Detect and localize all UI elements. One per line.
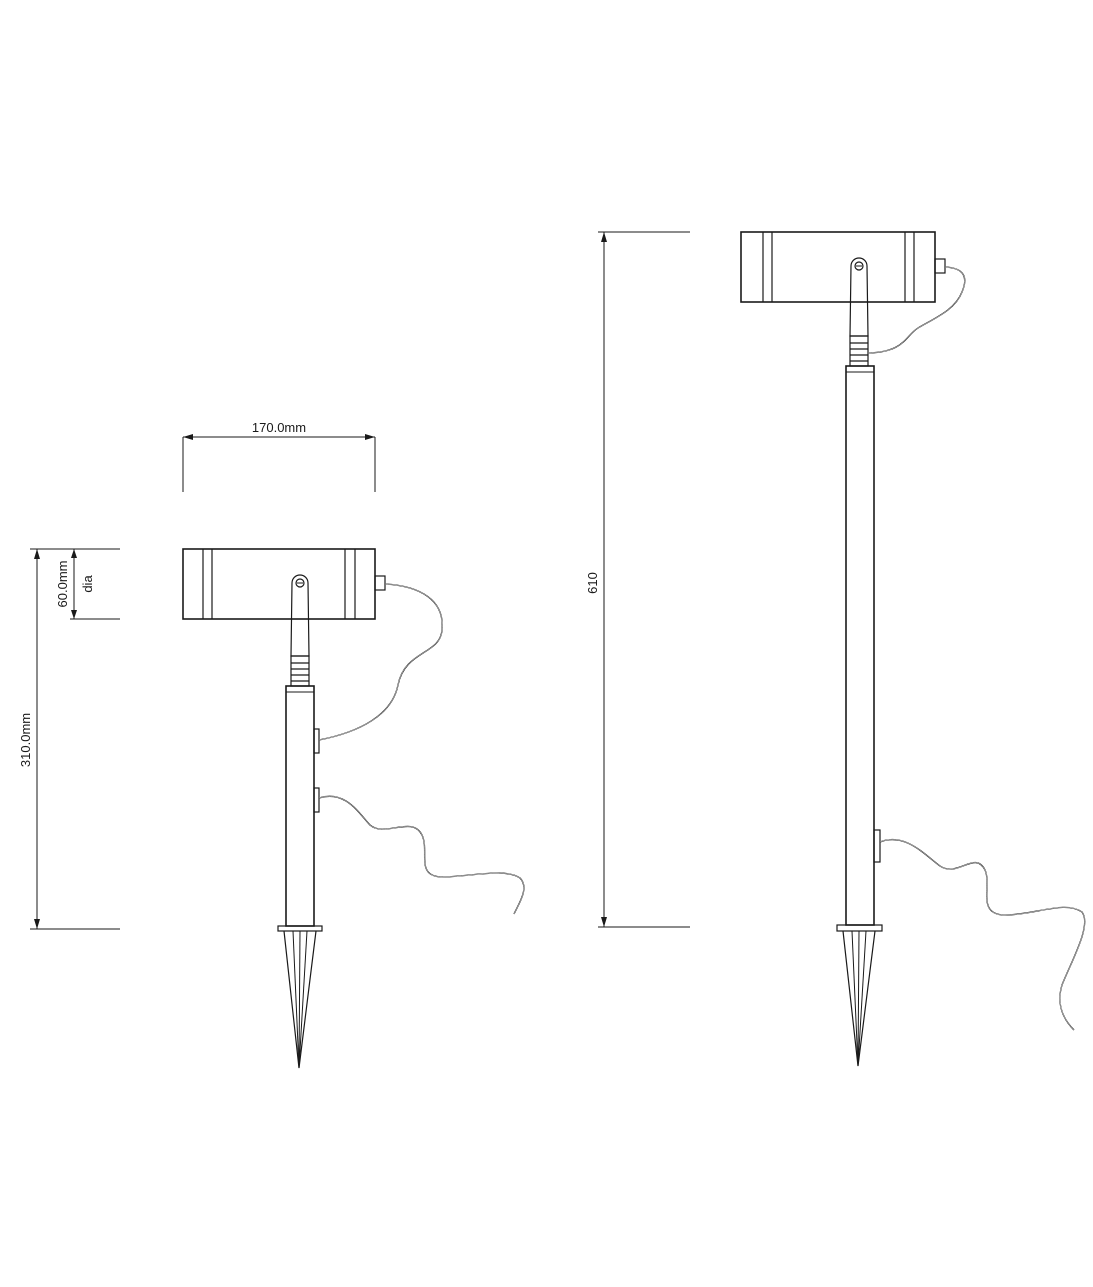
short-height-dimension: 310.0mm [18,548,120,930]
tall-lamp-head [740,231,946,303]
tall-ground-spike [836,924,883,1067]
diameter-suffix: dia [80,575,95,593]
tall-height-dimension: 610 [585,231,690,928]
short-cable-head-to-pole [318,583,443,741]
short-height-label: 310.0mm [18,713,33,767]
tall-cable-head-to-pole [867,266,966,354]
tall-height-label: 610 [585,572,600,594]
short-bracket-arm [290,574,310,687]
short-pivot-screw-icon [295,578,305,588]
diameter-label: 60.0mm [55,561,70,608]
tall-pivot-screw-icon [854,261,864,271]
tall-supply-cable [879,839,1086,1031]
diameter-dimension: 60.0mm dia [55,548,120,620]
tall-pole [845,365,881,926]
short-supply-cable [318,795,525,915]
tall-bracket-arm [849,257,869,367]
short-ground-spike [277,925,323,1069]
short-spike-light [182,548,525,1069]
width-dimension: 170.0mm [182,420,376,492]
short-pole [285,685,320,927]
width-label: 170.0mm [252,420,306,435]
short-lamp-head [182,548,386,620]
tall-spike-light [740,231,1086,1067]
